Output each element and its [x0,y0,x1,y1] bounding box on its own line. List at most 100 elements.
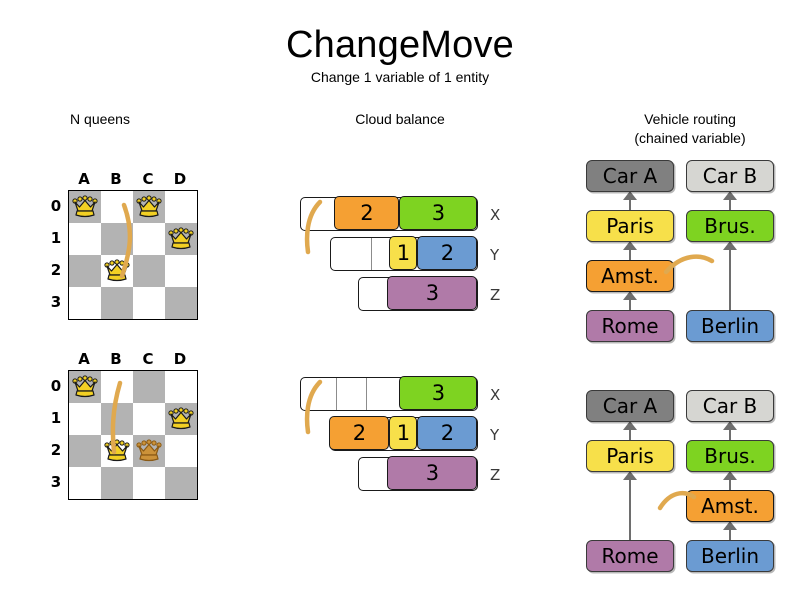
page-subtitle: Change 1 variable of 1 entity [310,69,490,85]
rank-label: 2 [50,261,62,279]
page-title: ChangeMove [285,24,515,66]
chess-cell[interactable] [133,467,165,499]
chain-link-arrowhead [623,191,637,200]
vrp-node[interactable]: Berlin [686,310,774,342]
rank-label: 3 [50,473,62,491]
rank-label: 0 [50,377,62,395]
file-labels: A B C D [68,350,196,368]
vrp-node[interactable]: Car B [686,160,774,192]
chess-cell[interactable] [133,403,165,435]
chess-cell[interactable] [69,223,101,255]
file-label: C [142,350,154,368]
chess-cell[interactable] [165,435,197,467]
chain-link-arrowhead [623,241,637,250]
vrp-node[interactable]: Brus. [686,440,774,472]
bar-divider [371,238,372,270]
chain-link-line [628,422,632,440]
cloud-computer-label: Z [490,466,501,484]
vrp-node[interactable]: Berlin [686,540,774,572]
chain-link-arrowhead [723,471,737,480]
cloud-computer-label: Y [490,246,500,264]
cloud-process-segment[interactable]: 3 [387,276,478,311]
cloud-computer-label: X [490,386,501,404]
file-label: B [110,350,122,368]
column-header-vehicle-routing: Vehicle routing (chained variable) [600,110,780,148]
chess-cell[interactable] [101,287,133,319]
chain-link-line [728,522,732,540]
vrp-header-line2: (chained variable) [634,130,746,146]
chain-link-arrowhead [623,291,637,300]
chess-cell[interactable] [69,403,101,435]
chess-cell[interactable] [69,287,101,319]
chess-cell[interactable] [133,255,165,287]
file-label: A [78,170,90,188]
chess-cell[interactable] [165,371,197,403]
vrp-header-line1: Vehicle routing [644,111,736,127]
chess-cell[interactable] [133,371,165,403]
vrp-node[interactable]: Car A [586,160,674,192]
chess-cell[interactable] [69,255,101,287]
cloud-process-segment[interactable]: 2 [417,416,478,451]
file-label: B [110,170,122,188]
file-labels: A B C D [68,170,196,188]
chain-link-line [628,472,632,540]
cloud-computer-bar[interactable]: 3 [300,376,478,411]
chain-link-arrowhead [723,421,737,430]
rank-label: 2 [50,441,62,459]
cloud-process-segment[interactable]: 3 [399,196,478,231]
cloud-computer-label: Y [490,426,500,444]
chess-cell[interactable] [165,191,197,223]
column-header-nqueens: N queens [70,111,130,127]
vrp-node[interactable]: Car B [686,390,774,422]
rank-label: 3 [50,293,62,311]
chess-cell[interactable] [101,467,133,499]
chess-cell[interactable] [69,467,101,499]
cloud-computer-label: X [490,206,501,224]
chess-cell[interactable] [165,467,197,499]
vrp-node[interactable]: Paris [586,210,674,242]
vrp-node[interactable]: Brus. [686,210,774,242]
vrp-node[interactable]: Rome [586,540,674,572]
vrp-node[interactable]: Rome [586,310,674,342]
chain-link-line [728,422,732,440]
chess-cell[interactable] [133,223,165,255]
cloud-computer-label: Z [490,286,501,304]
bar-divider [366,378,367,410]
cloud-computer-bar[interactable]: 3 [358,276,478,311]
chain-link-arrowhead [723,191,737,200]
cloud-process-segment[interactable]: 1 [389,236,418,271]
cloud-process-segment[interactable]: 3 [399,376,478,411]
chess-cell[interactable] [165,255,197,287]
vrp-node-moved[interactable]: Amst. [586,260,674,292]
cloud-process-segment[interactable]: 3 [387,456,478,491]
chess-cell[interactable] [69,435,101,467]
cloud-process-segment[interactable]: 2 [334,196,400,231]
file-label: C [142,170,154,188]
vrp-node[interactable]: Car A [586,390,674,422]
cloud-process-segment[interactable]: 2 [417,236,478,271]
cloud-computer-bar[interactable]: 3 [358,456,478,491]
chain-link-line [628,292,632,310]
file-label: D [173,350,187,368]
chain-link-arrowhead [723,521,737,530]
file-label: A [78,350,90,368]
cloud-process-segment[interactable]: 1 [389,416,418,451]
bar-divider [336,378,337,410]
chess-cell[interactable] [165,287,197,319]
cloud-process-segment[interactable]: 2 [329,416,390,451]
chess-cell[interactable] [133,287,165,319]
vrp-node[interactable]: Paris [586,440,674,472]
chain-link-line [728,242,732,310]
vrp-node-moved[interactable]: Amst. [686,490,774,522]
rank-label: 1 [50,229,62,247]
file-label: D [173,170,187,188]
